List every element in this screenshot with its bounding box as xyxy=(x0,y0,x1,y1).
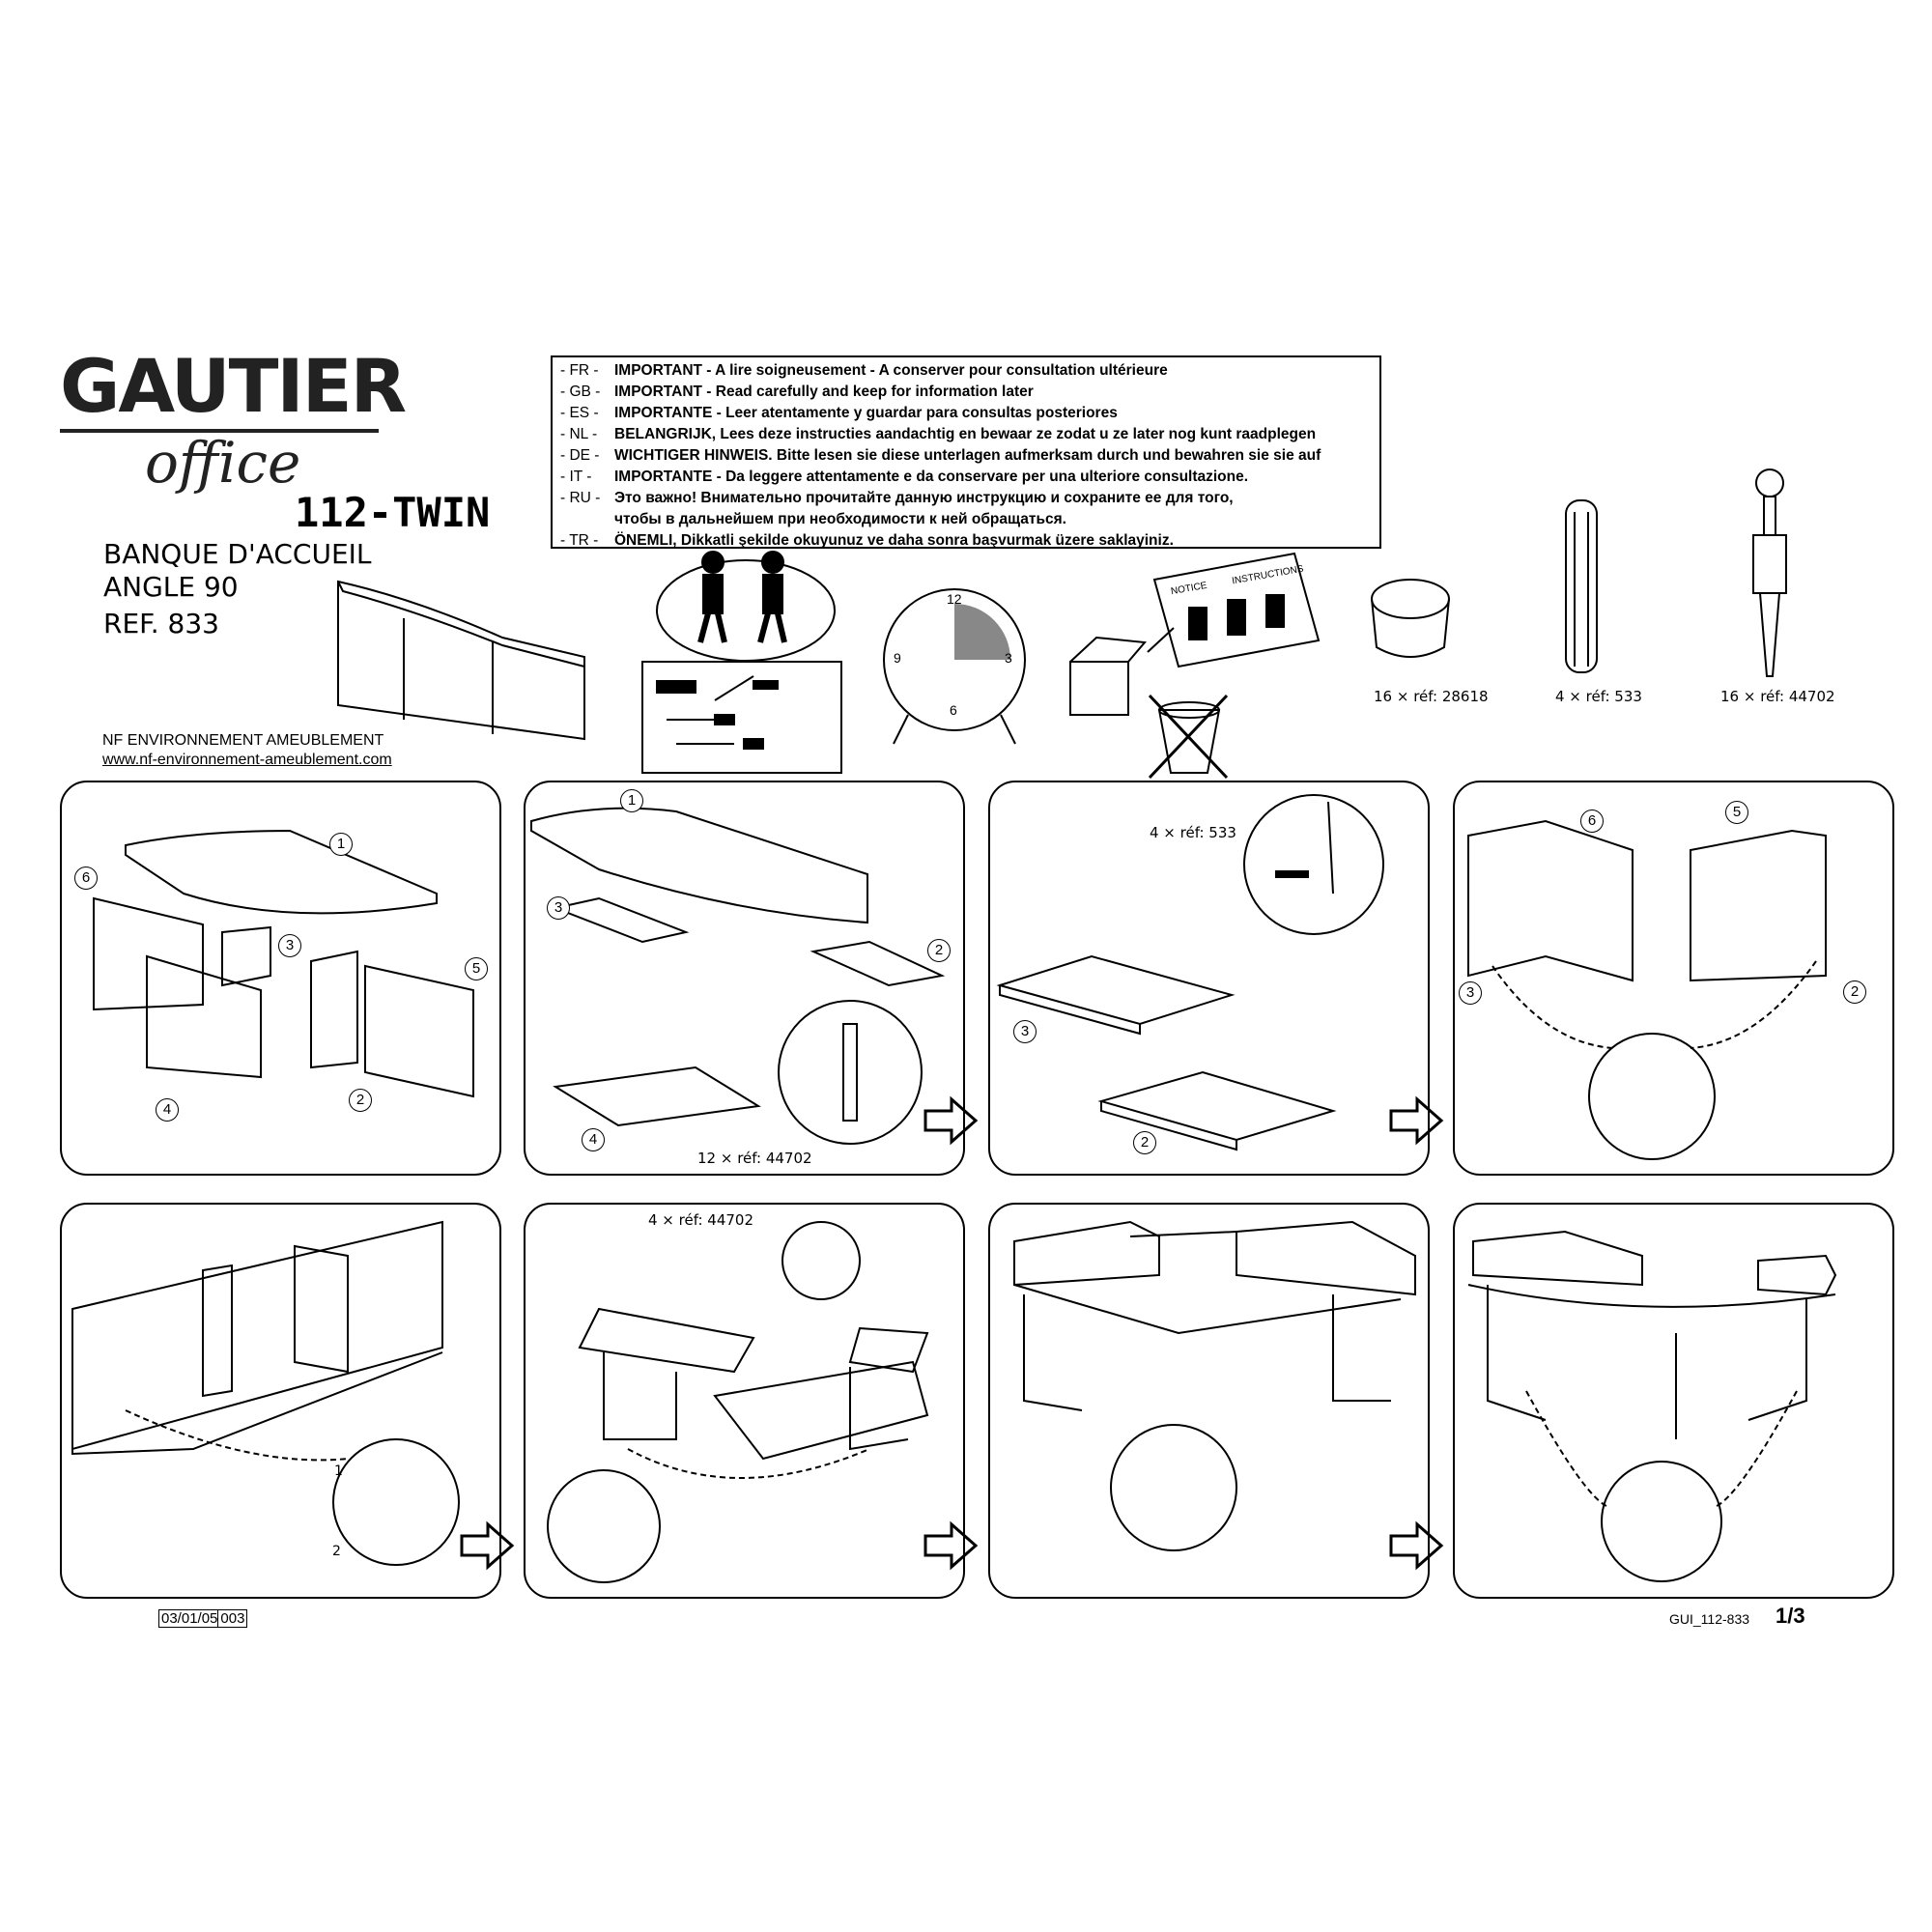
rotation-step: 2 xyxy=(332,1544,341,1559)
cam-bolt-icon xyxy=(1752,469,1787,677)
step-5-panel xyxy=(60,1203,501,1599)
hardware-label: 16 × réf: 28618 xyxy=(1374,688,1489,705)
part-callout: 6 xyxy=(1580,810,1604,833)
tools-icon xyxy=(641,661,842,774)
part-callout: 2 xyxy=(349,1089,372,1112)
dowel-icon xyxy=(1565,499,1598,673)
part-callout: 1 xyxy=(620,789,643,812)
part-callout: 2 xyxy=(1133,1131,1156,1154)
part-callout: 4 xyxy=(582,1128,605,1151)
part-callout: 6 xyxy=(74,867,98,890)
notice-line: - RU -Это важно! Внимательно прочитайте … xyxy=(560,490,1234,506)
notice-line: - NL -BELANGRIJK, Lees deze instructies … xyxy=(560,426,1317,442)
clock-9: 9 xyxy=(894,650,901,666)
notice-line: - IT -IMPORTANTE - Da leggere attentamen… xyxy=(560,469,1249,485)
step-7-panel xyxy=(988,1203,1430,1599)
nf-label: NF ENVIRONNEMENT AMEUBLEMENT xyxy=(102,732,384,749)
part-callout: 2 xyxy=(927,939,951,962)
model-name: 112-TWIN xyxy=(295,489,491,536)
hardware-label: 16 × réf: 44702 xyxy=(1720,688,1835,705)
notice-line: - FR -IMPORTANT - A lire soigneusement -… xyxy=(560,362,1168,379)
step-6-panel xyxy=(524,1203,965,1599)
notice-line: - ES -IMPORTANTE - Leer atentamente y gu… xyxy=(560,405,1118,421)
part-callout: 3 xyxy=(1459,981,1482,1005)
rotation-step: 1 xyxy=(334,1463,343,1479)
hardware-qty-label: 4 × réf: 44702 xyxy=(648,1211,753,1229)
part-callout: 3 xyxy=(278,934,301,957)
part-callout: 3 xyxy=(547,896,570,920)
important-notice: - FR -IMPORTANT - A lire soigneusement -… xyxy=(551,355,1381,549)
step6-drawing xyxy=(547,1221,929,1583)
clock-icon xyxy=(883,588,1026,745)
nf-link[interactable]: www.nf-environnement-ameublement.com xyxy=(102,752,392,768)
step2-drawing xyxy=(530,807,946,1145)
part-callout: 5 xyxy=(1725,801,1748,824)
part-callout: 2 xyxy=(1843,980,1866,1004)
part-callout: 3 xyxy=(1013,1020,1037,1043)
product-ref: REF. 833 xyxy=(103,608,219,639)
step-8-panel xyxy=(1453,1203,1894,1599)
product-name: BANQUE D'ACCUEIL xyxy=(103,538,372,570)
arrow-icon xyxy=(1147,627,1175,653)
step-3-panel xyxy=(988,781,1430,1176)
step4-drawing xyxy=(1467,819,1827,1160)
notice-line: - DE -WICHTIGER HINWEIS. Bitte lesen sie… xyxy=(560,447,1321,464)
manual-icon xyxy=(1152,552,1321,668)
page-number: 1/3 xyxy=(1776,1604,1805,1628)
clock-3: 3 xyxy=(1005,650,1012,666)
part-callout: 5 xyxy=(465,957,488,980)
no-waste-bin-icon xyxy=(1148,694,1229,780)
brand-sub: office xyxy=(145,430,301,496)
document-code: GUI_112-833 xyxy=(1669,1611,1750,1627)
hardware-qty-label: 4 × réf: 533 xyxy=(1150,824,1236,841)
hardware-qty-label: 12 × réf: 44702 xyxy=(697,1150,812,1167)
step-4-panel xyxy=(1453,781,1894,1176)
desk-thumbnail-icon xyxy=(337,580,585,741)
step-2-panel xyxy=(524,781,965,1176)
step-1-panel xyxy=(60,781,501,1176)
step5-drawing xyxy=(71,1220,460,1566)
hardware-label: 4 × réf: 533 xyxy=(1555,688,1642,705)
step3-drawing xyxy=(996,794,1384,1151)
product-angle: ANGLE 90 xyxy=(103,571,239,603)
cam-lock-icon xyxy=(1371,579,1450,658)
clock-12: 12 xyxy=(947,591,962,607)
two-persons-icon xyxy=(656,551,836,662)
part-callout: 4 xyxy=(156,1098,179,1122)
step7-drawing xyxy=(1013,1220,1416,1551)
packaging-box-icon xyxy=(1069,636,1147,716)
logo-rule xyxy=(60,429,379,433)
step1-drawing xyxy=(93,829,474,1098)
notice-line: - TR -ÖNEMLI, Dikkatli şekilde okuyunuz … xyxy=(560,532,1174,549)
notice-line: - GB -IMPORTANT - Read carefully and kee… xyxy=(560,384,1034,400)
brand-logo: GAUTIER xyxy=(60,343,407,429)
part-callout: 1 xyxy=(329,833,353,856)
notice-line: чтобы в дальнейшем при необходимости к н… xyxy=(614,511,1066,527)
step8-drawing xyxy=(1467,1230,1837,1582)
clock-6: 6 xyxy=(950,702,957,718)
